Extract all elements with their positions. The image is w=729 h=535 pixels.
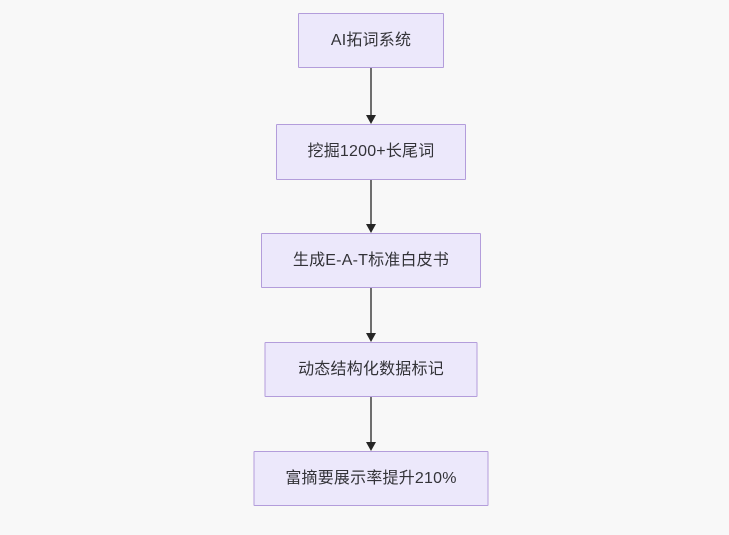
arrowhead-icon <box>366 442 376 451</box>
flow-edge-2 <box>365 180 377 233</box>
flow-node-label: 生成E-A-T标准白皮书 <box>292 251 450 269</box>
flow-node-rich-snippet-uplift[interactable]: 富摘要展示率提升210% <box>253 451 489 506</box>
flow-node-label: AI拓词系统 <box>330 31 412 49</box>
edge-line <box>370 180 372 224</box>
arrowhead-icon <box>366 115 376 124</box>
flow-node-label: 动态结构化数据标记 <box>298 360 444 378</box>
flow-node-mine-longtail-keywords[interactable]: 挖掘1200+长尾词 <box>276 124 466 180</box>
flow-node-label: 挖掘1200+长尾词 <box>307 143 435 161</box>
edge-line <box>370 397 372 442</box>
flow-node-dynamic-structured-data-markup[interactable]: 动态结构化数据标记 <box>264 342 478 397</box>
edge-line <box>370 68 372 115</box>
flow-edge-3 <box>365 288 377 342</box>
flow-node-generate-eat-whitepaper[interactable]: 生成E-A-T标准白皮书 <box>261 233 481 288</box>
arrowhead-icon <box>366 333 376 342</box>
flow-edge-1 <box>365 68 377 124</box>
flow-node-ai-keyword-system[interactable]: AI拓词系统 <box>298 13 444 68</box>
edge-line <box>370 288 372 333</box>
arrowhead-icon <box>366 224 376 233</box>
flow-node-label: 富摘要展示率提升210% <box>285 469 457 487</box>
flow-edge-4 <box>365 397 377 451</box>
